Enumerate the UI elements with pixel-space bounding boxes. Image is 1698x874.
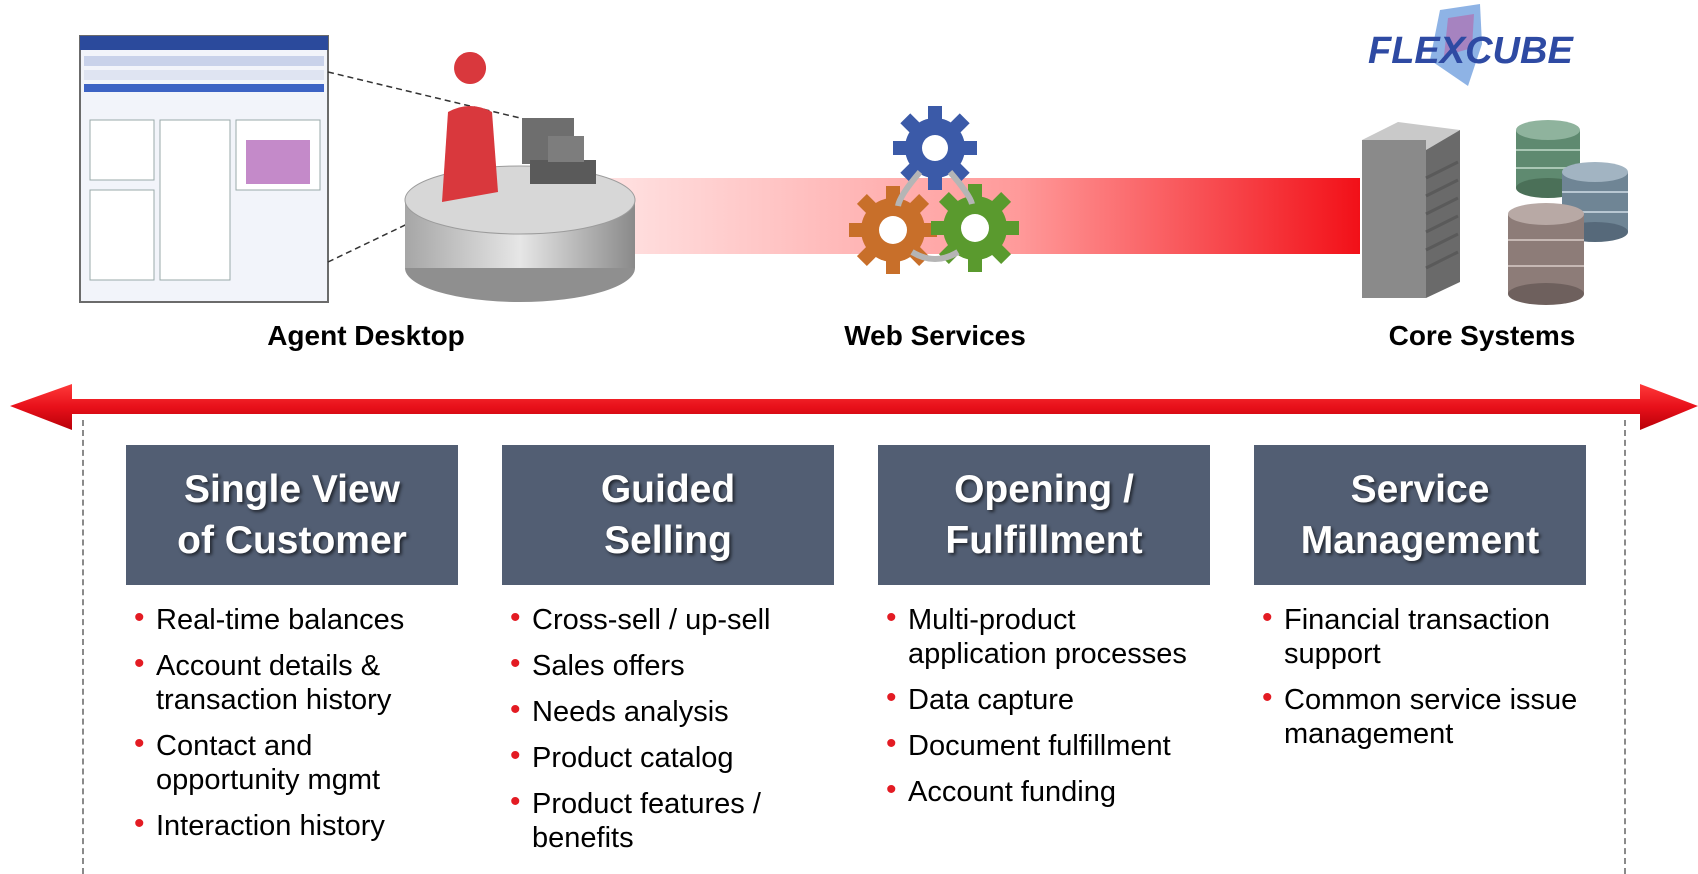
flexcube-logo: FLEXCUBE <box>1368 22 1598 92</box>
core-systems-label: Core Systems <box>1388 320 1576 351</box>
list-item: •Real-time balances <box>134 601 405 636</box>
pillar-title: Guided Selling <box>502 445 834 585</box>
list-item: •Contact and opportunity mgmt <box>134 727 381 796</box>
flexcube-logo-mark <box>1430 4 1482 86</box>
list-item: •Document fulfillment <box>886 727 1171 762</box>
agent-desk-icon <box>404 52 636 302</box>
pillar-service-management: Service Management •Financial transactio… <box>1254 445 1586 763</box>
pillar-list: •Financial transaction support •Common s… <box>1254 601 1586 751</box>
pillar-title: Single View of Customer <box>126 445 458 585</box>
list-item: •Cross-sell / up-sell <box>510 601 771 636</box>
pillar-single-view: Single View of Customer •Real-time balan… <box>126 445 458 855</box>
list-item: •Data capture <box>886 681 1075 716</box>
pillar-guided-selling: Guided Selling •Cross-sell / up-sell •Sa… <box>502 445 834 867</box>
list-item: •Financial transaction support <box>1262 601 1550 670</box>
logo-text: FLEXCUBE <box>1368 30 1573 72</box>
pillar-list: •Multi-product application processes •Da… <box>878 601 1210 809</box>
server-icon <box>1362 122 1460 298</box>
pillar-title: Opening / Fulfillment <box>878 445 1210 585</box>
left-dashed-guide <box>82 420 84 874</box>
pillar-list: •Cross-sell / up-sell •Sales offers •Nee… <box>502 601 834 855</box>
list-item: •Multi-product application processes <box>886 601 1187 670</box>
right-dashed-guide <box>1624 420 1626 874</box>
list-item: •Common service issue management <box>1262 681 1578 750</box>
agent-screenshot-icon <box>79 35 521 303</box>
web-services-label: Web Services <box>844 320 1026 351</box>
database-icon <box>1508 120 1628 305</box>
pillar-title: Service Management <box>1254 445 1586 585</box>
agent-desktop-label: Agent Desktop <box>267 320 465 351</box>
list-item: •Account details & transaction history <box>134 647 392 716</box>
list-item: •Account funding <box>886 773 1116 808</box>
pillar-list: •Real-time balances •Account details & t… <box>126 601 458 843</box>
list-item: •Product catalog <box>510 739 734 774</box>
double-arrow <box>10 384 1698 430</box>
list-item: •Sales offers <box>510 647 685 682</box>
pillar-opening-fulfillment: Opening / Fulfillment •Multi-product app… <box>878 445 1210 821</box>
list-item: •Interaction history <box>134 807 385 842</box>
gears-icon <box>849 106 1019 274</box>
list-item: •Needs analysis <box>510 693 729 728</box>
list-item: •Product features / benefits <box>510 785 761 854</box>
